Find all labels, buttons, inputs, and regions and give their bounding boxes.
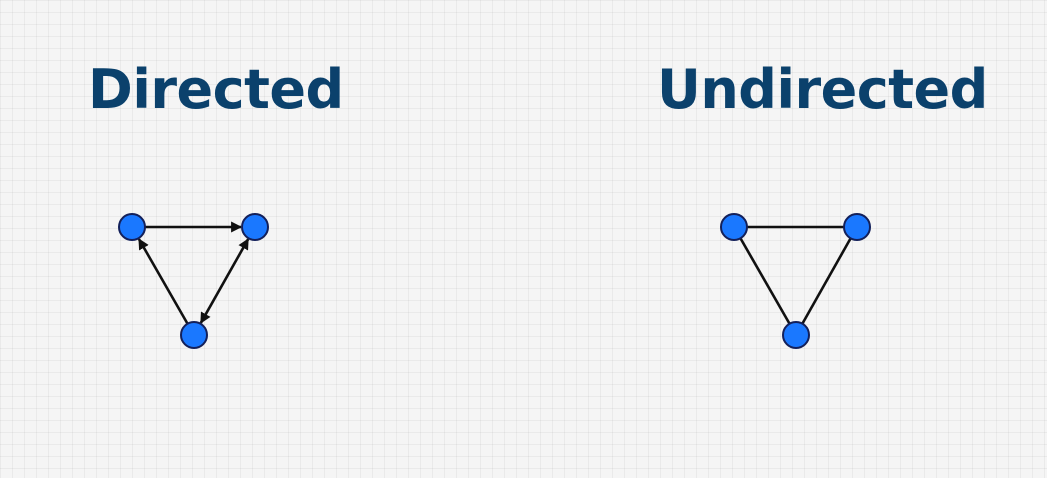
directed-node-b	[241, 213, 269, 241]
directed-title: Directed	[88, 58, 344, 121]
directed-graph	[118, 213, 269, 349]
undirected-graph	[720, 213, 871, 349]
directed-edge-c-a	[137, 238, 189, 325]
undirected-edge-a-c	[732, 226, 798, 336]
undirected-node-a	[720, 213, 748, 241]
directed-edge-c-b	[199, 238, 250, 324]
undirected-edge-b-c	[794, 226, 859, 336]
directed-node-a	[118, 213, 146, 241]
undirected-node-b	[843, 213, 871, 241]
undirected-node-c	[782, 321, 810, 349]
undirected-title: Undirected	[657, 58, 988, 121]
directed-node-c	[180, 321, 208, 349]
